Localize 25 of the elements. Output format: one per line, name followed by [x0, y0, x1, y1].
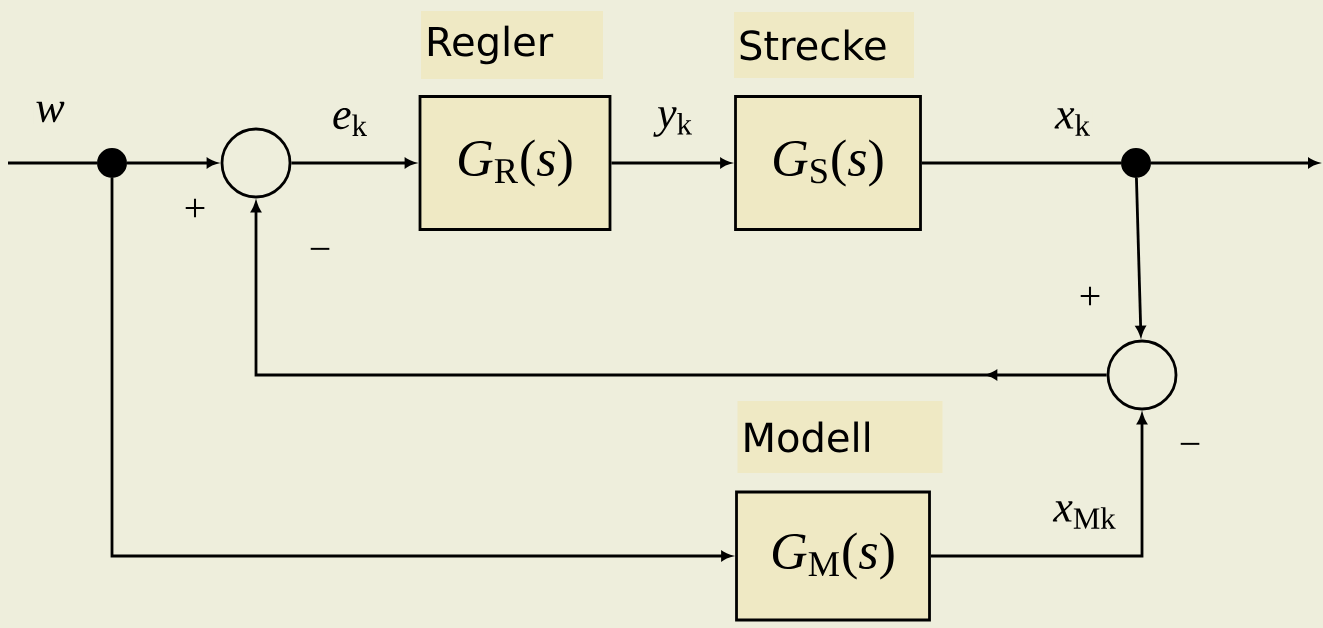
arrow [611, 158, 731, 168]
block-heading: Modell [737, 401, 943, 473]
block-heading: Regler [421, 11, 603, 79]
edge-label: e$_{k}$ [333, 108, 367, 136]
sign-label: − [1180, 442, 1200, 445]
block-box: G$_{R}$(s) [418, 95, 612, 231]
block-box: G$_{M}$(s) [735, 490, 931, 622]
block-box: G$_{S}$(s) [734, 95, 922, 231]
junction-dot [1121, 148, 1151, 178]
summing-circle [1106, 339, 1178, 411]
edge-label: w [36, 101, 65, 123]
arrow [1151, 158, 1319, 168]
connector-line [921, 161, 1121, 165]
sign-label: − [310, 247, 330, 250]
arrow [291, 158, 415, 168]
edge-label: x$_{Mk}$ [1052, 501, 1116, 529]
edge-label: y$_{k}$ [653, 107, 692, 137]
sign-label: + [185, 198, 205, 218]
summing-circle [220, 127, 292, 199]
connector-line [8, 161, 97, 165]
arrow [110, 178, 732, 561]
block-heading: Strecke [734, 12, 914, 78]
sign-label: + [1080, 286, 1100, 306]
edge-label: x$_{k}$ [1054, 108, 1090, 136]
junction-dot [97, 148, 127, 178]
